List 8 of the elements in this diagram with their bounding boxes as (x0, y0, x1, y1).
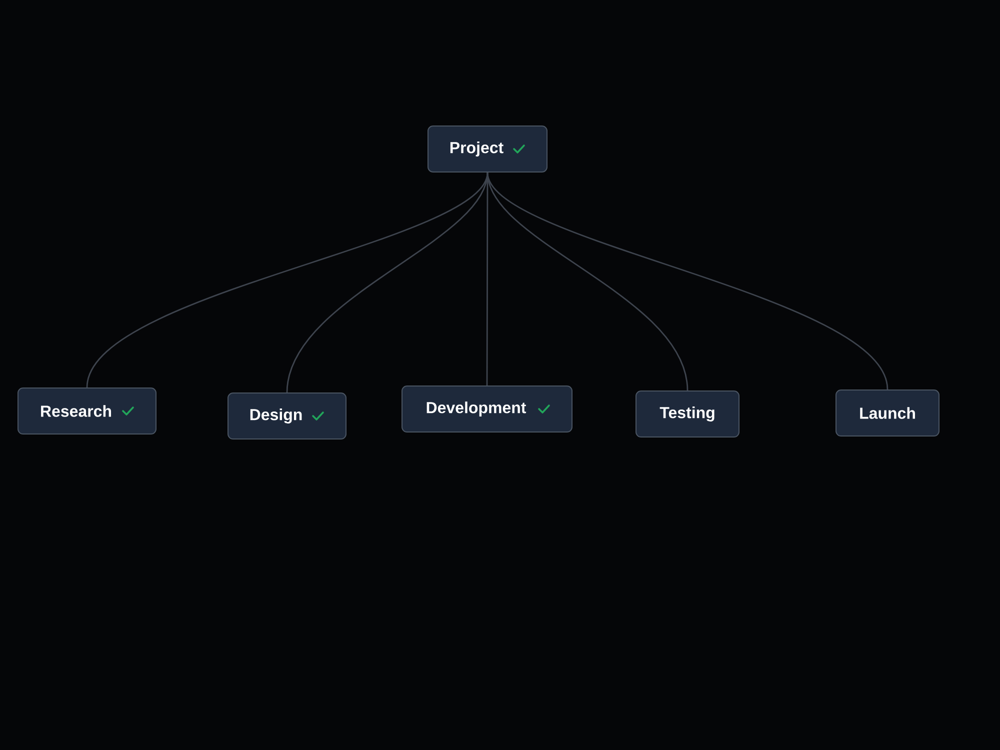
node-box: Research (18, 388, 156, 434)
connector-line (486, 172, 888, 390)
node-box: Design (228, 392, 346, 440)
node-box: Launch (836, 390, 940, 436)
node-box: Development (402, 386, 572, 432)
connector-line (286, 172, 488, 393)
node-box: Project (428, 126, 548, 172)
node-box: Testing (636, 390, 740, 438)
